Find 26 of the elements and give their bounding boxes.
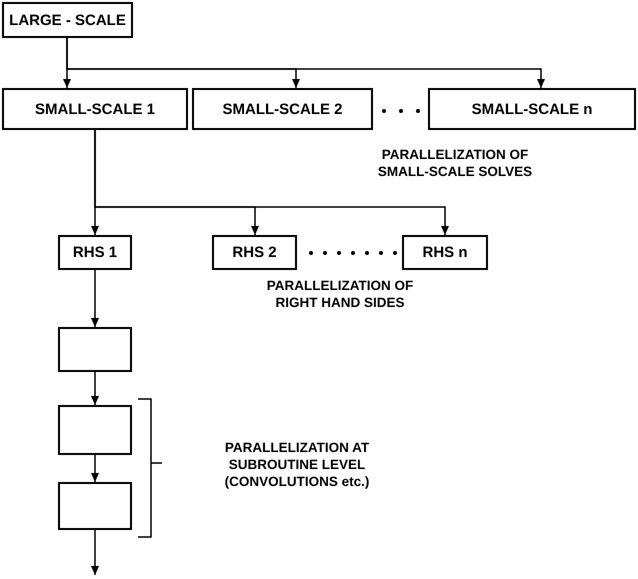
empty-box — [58, 327, 132, 372]
box-label: RHS 2 — [232, 244, 277, 261]
box-label: LARGE - SCALE — [9, 12, 126, 28]
arrow — [91, 270, 99, 327]
arrow — [94, 130, 449, 235]
process-box — [428, 88, 636, 130]
arrow — [91, 372, 99, 405]
annotation-text: PARALLELIZATION AT SUBROUTINE LEVEL (CONVOLUTIONS etc.) — [224, 440, 370, 491]
arrow — [91, 455, 99, 482]
box-label: SMALL-SCALE n — [472, 100, 592, 118]
arrow — [66, 38, 545, 88]
arrow — [91, 530, 99, 575]
process-box — [212, 235, 297, 270]
annotation-text: PARALLELIZATION OF SMALL-SCALE SOLVES — [376, 147, 534, 181]
process-box — [2, 2, 133, 38]
annotation-text: PARALLELIZATION OF RIGHT HAND SIDES — [266, 278, 414, 312]
box-label: SMALL-SCALE 2 — [222, 100, 342, 118]
box-label: SMALL-SCALE 1 — [35, 100, 155, 118]
empty-box — [58, 405, 132, 455]
process-box — [402, 235, 488, 270]
process-box — [58, 235, 132, 270]
process-box — [192, 88, 373, 130]
box-label: RHS n — [422, 244, 468, 261]
box-label: RHS 1 — [72, 244, 118, 261]
process-box — [2, 88, 188, 130]
empty-box — [58, 482, 132, 530]
